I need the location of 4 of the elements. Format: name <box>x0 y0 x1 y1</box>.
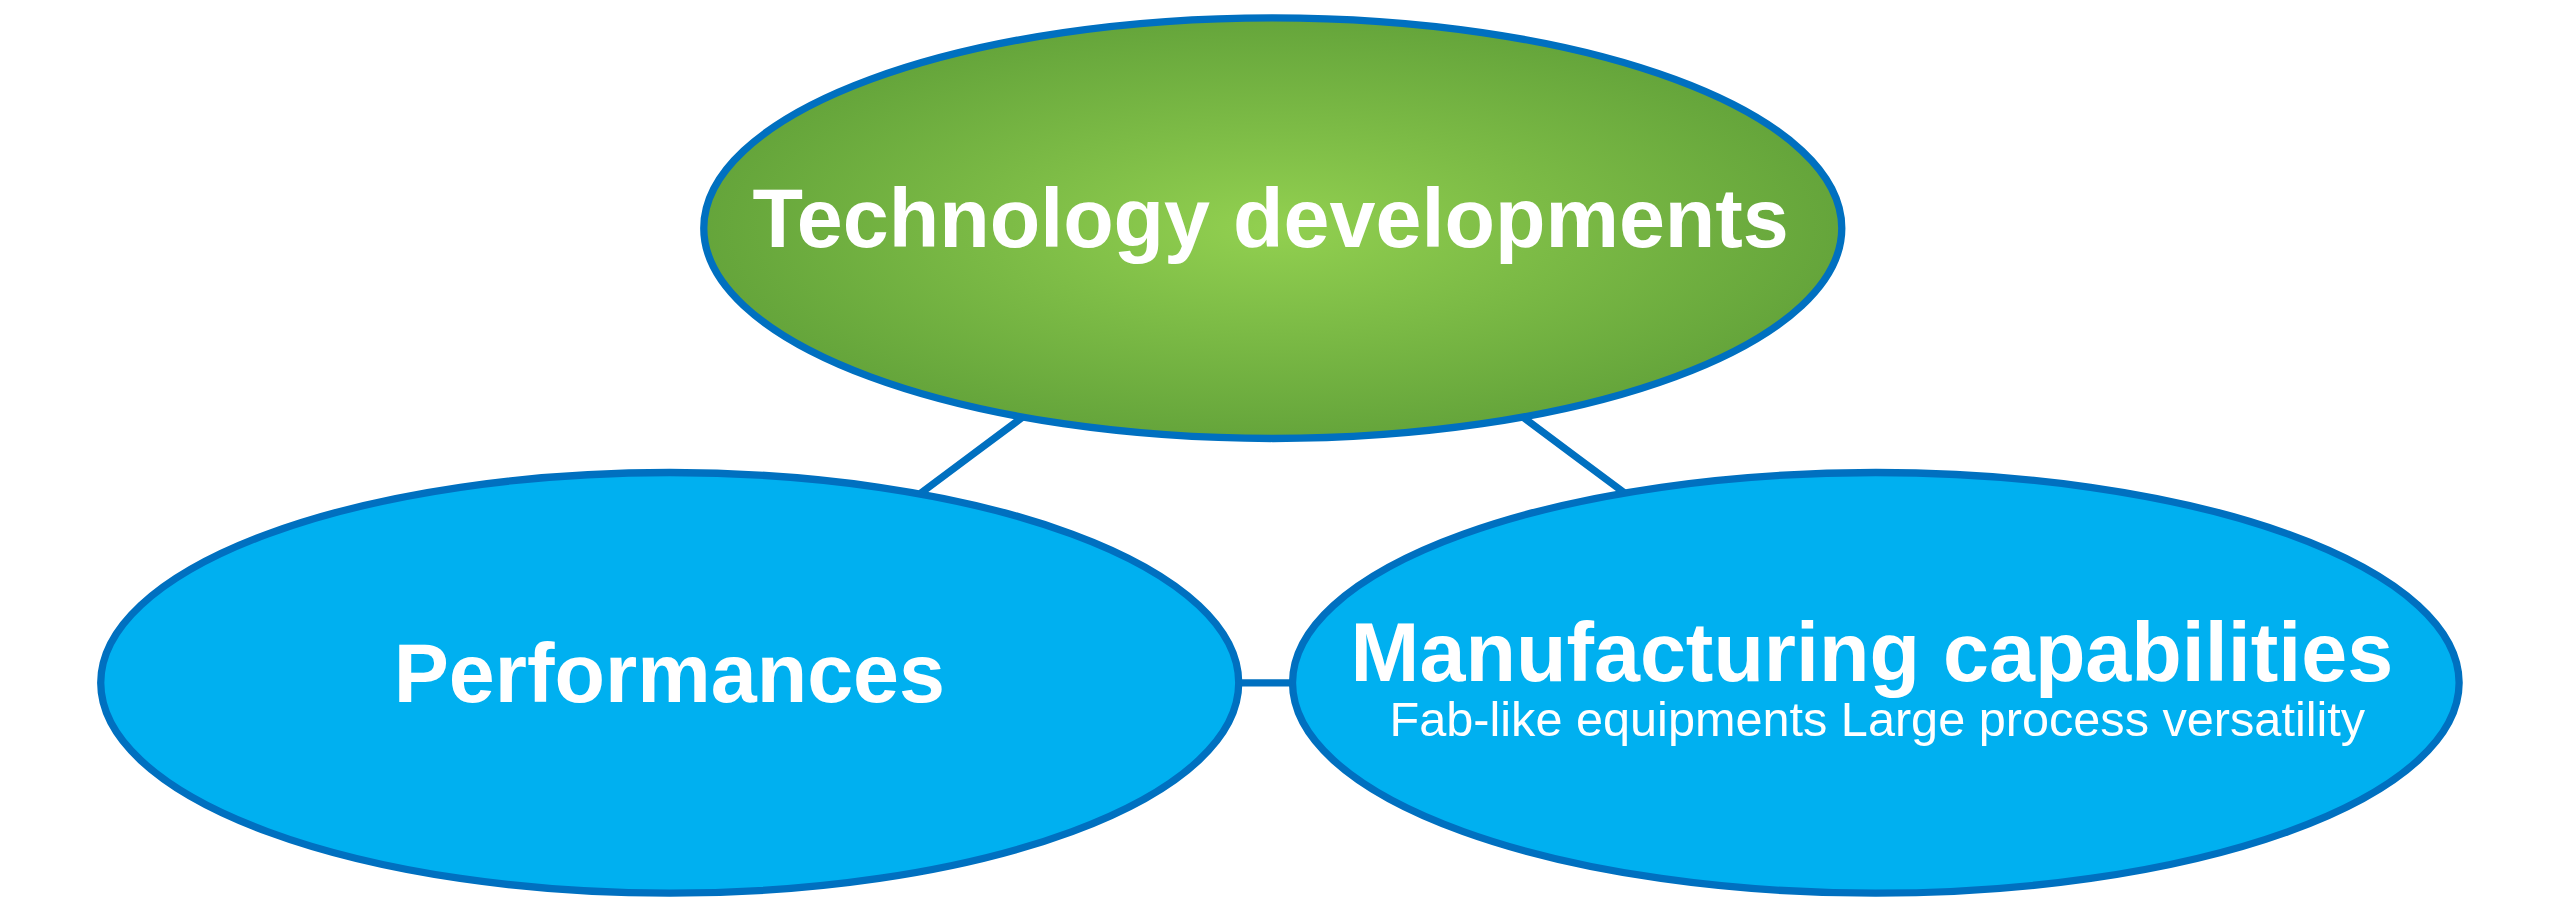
node-ellipse: Technology developments <box>700 14 1846 443</box>
node-ellipse: Performances <box>97 468 1243 897</box>
node-ellipse: Manufacturing capabilities Fab-like equipments Large process versatility <box>1288 468 2463 897</box>
connector <box>1239 679 1292 687</box>
